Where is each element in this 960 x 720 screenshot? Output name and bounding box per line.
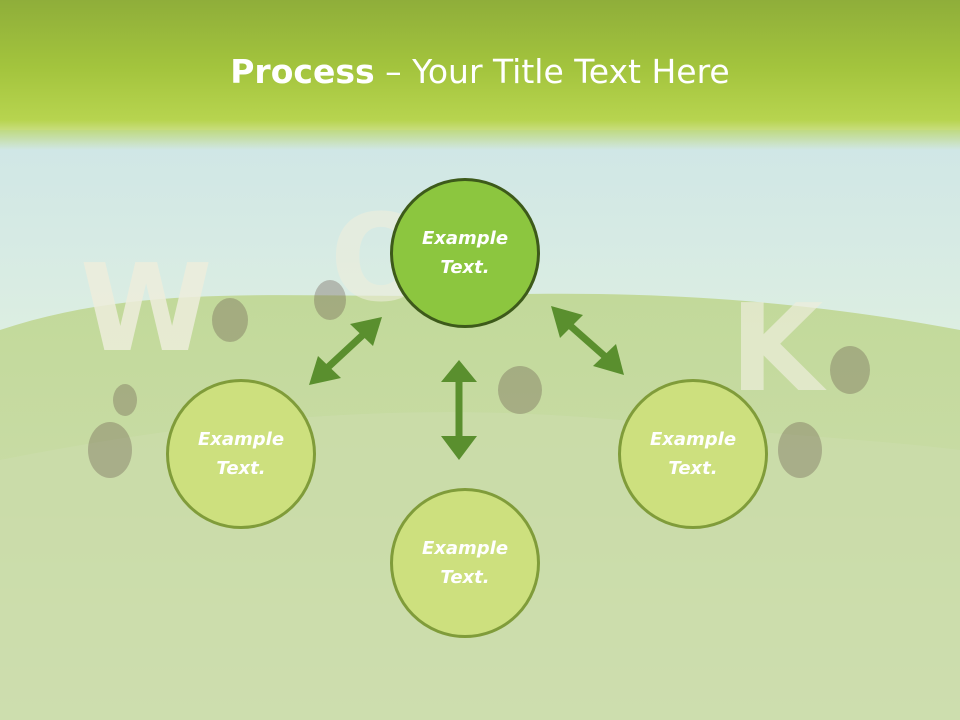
node-top-text: Example Text. [421, 228, 509, 278]
title-strong: Process [230, 52, 375, 91]
slide-title: Process – Your Title Text Here [0, 52, 960, 91]
node-bottom-text: Example Text. [421, 538, 509, 588]
svg-text:K: K [730, 280, 827, 419]
svg-text:W: W [80, 240, 212, 379]
arrow-top-right [551, 306, 624, 375]
process-node-top: Example Text. [390, 178, 540, 328]
process-node-left: Example Text. [166, 379, 316, 529]
process-node-right: Example Text. [618, 379, 768, 529]
title-rest: – Your Title Text Here [374, 52, 730, 91]
arrow-top-bottom [441, 360, 477, 460]
process-node-bottom: Example Text. [390, 488, 540, 638]
arrow-top-left [309, 317, 382, 385]
node-right-text: Example Text. [649, 429, 737, 479]
title-banner [0, 0, 960, 150]
node-left-text: Example Text. [197, 429, 285, 479]
